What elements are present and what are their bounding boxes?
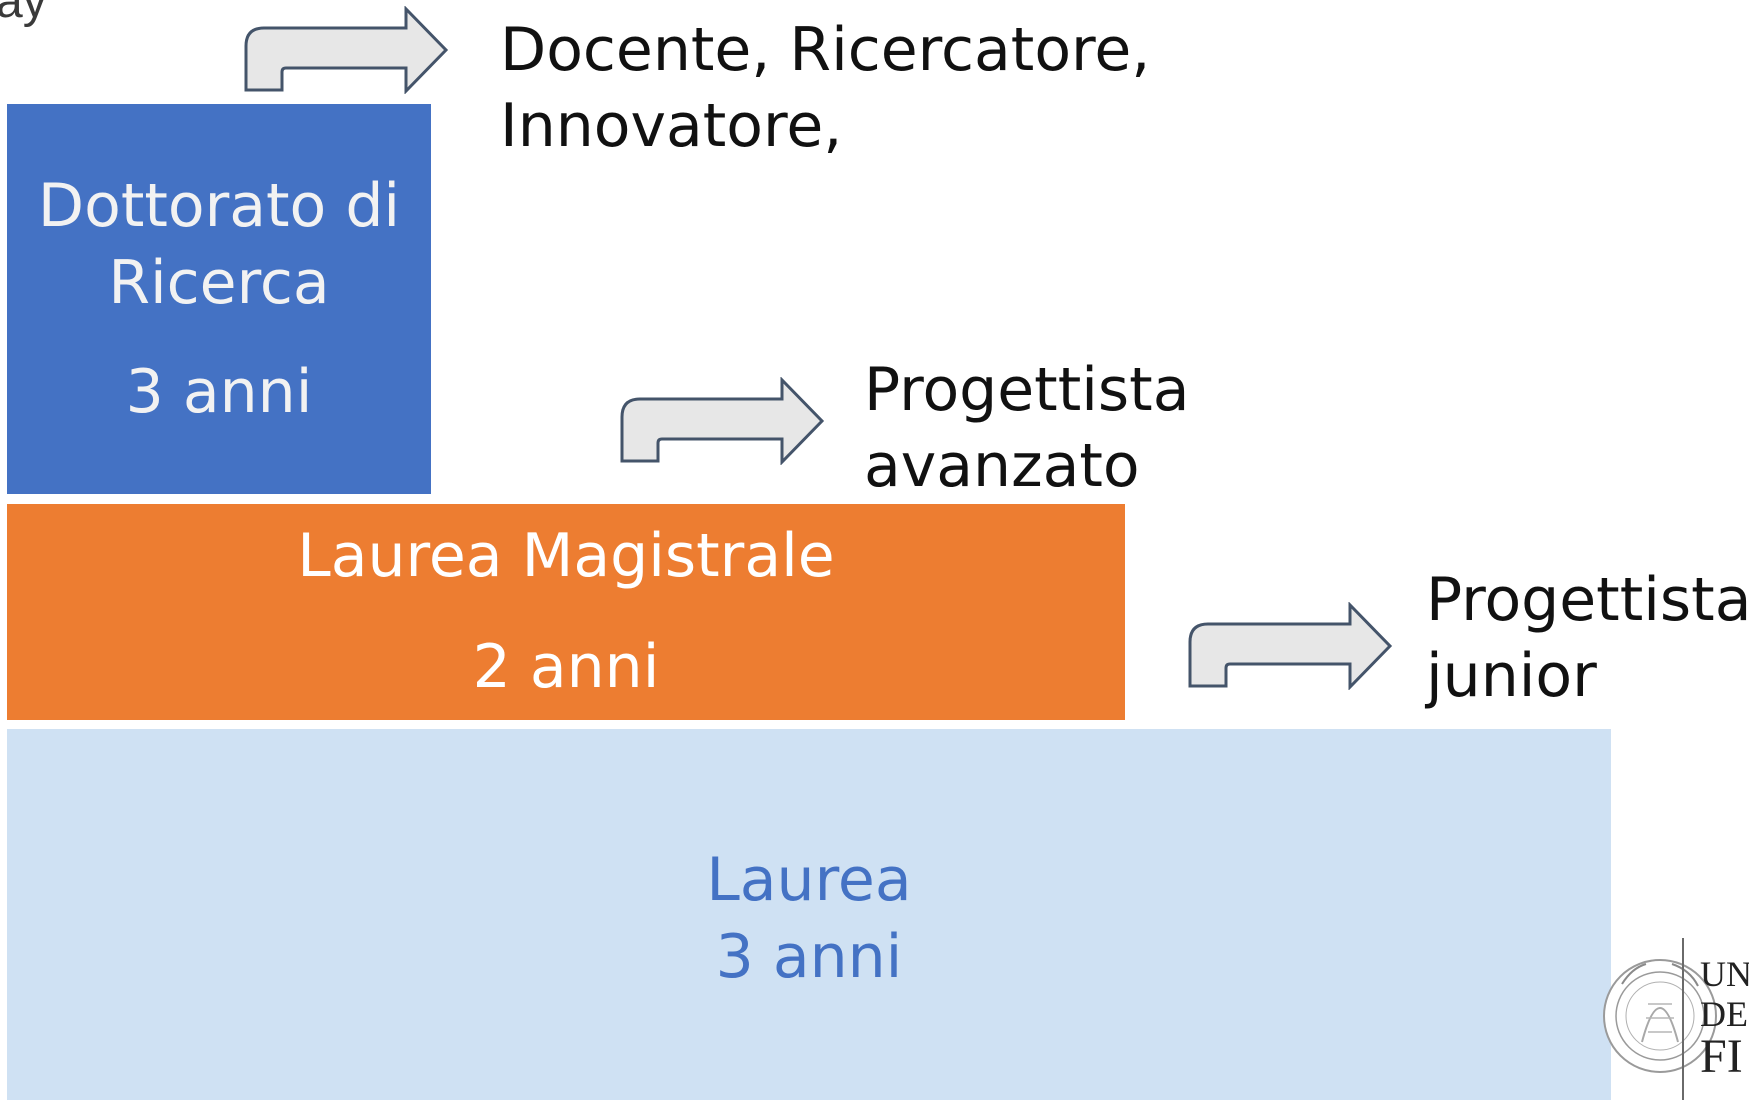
level-block-laurea: Laurea 3 anni xyxy=(7,729,1611,1100)
seal-icon xyxy=(1603,959,1717,1073)
level-name: Laurea Magistrale xyxy=(297,521,835,591)
outcome-label-magistrale: Progettista avanzato xyxy=(864,352,1189,504)
level-block-dottorato: Dottorato di Ricerca 3 anni xyxy=(7,104,431,494)
svg-text:FI: FI xyxy=(1700,1030,1743,1083)
bent-arrow-icon xyxy=(616,377,828,465)
header-fragment: ay xyxy=(0,0,47,28)
university-logo: UN DE FI xyxy=(1602,934,1749,1100)
level-name-line2: Ricerca xyxy=(108,247,330,318)
level-years: 3 anni xyxy=(125,356,313,427)
level-years: 3 anni xyxy=(715,921,903,992)
outcome-line2: junior xyxy=(1426,641,1597,711)
level-years: 2 anni xyxy=(472,632,660,702)
outcome-line2: Innovatore, xyxy=(500,91,843,161)
bent-arrow-icon xyxy=(240,6,452,94)
outcome-line2: avanzato xyxy=(864,431,1140,501)
level-block-laurea-magistrale: Laurea Magistrale 2 anni xyxy=(7,504,1125,720)
svg-text:DE: DE xyxy=(1700,994,1748,1034)
outcome-line1: Docente, Ricercatore, xyxy=(500,15,1151,85)
outcome-label-dottorato: Docente, Ricercatore, Innovatore, xyxy=(500,12,1150,164)
level-block-laurea-text: Laurea 3 anni xyxy=(706,842,911,996)
level-name-line1: Dottorato di xyxy=(37,170,401,241)
level-name: Laurea xyxy=(706,844,912,915)
outcome-line1: Progettista xyxy=(1426,565,1749,635)
outcome-line1: Progettista xyxy=(864,355,1190,425)
outcome-label-laurea: Progettista junior xyxy=(1426,562,1749,714)
svg-text:UN: UN xyxy=(1700,954,1749,994)
bent-arrow-icon xyxy=(1184,602,1396,690)
